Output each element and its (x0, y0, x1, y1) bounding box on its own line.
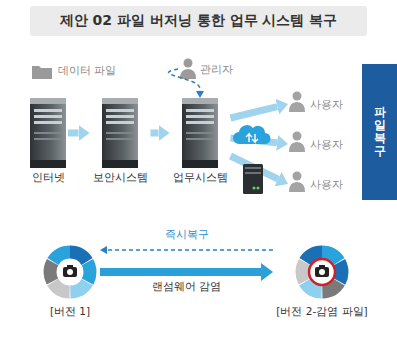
version-node: [버전 1] (40, 244, 100, 319)
node-label: 사용자 (310, 93, 347, 115)
server-node: 인터넷 (28, 98, 68, 185)
person-icon (180, 59, 196, 80)
user-node: 사용자 (288, 93, 347, 115)
node-label: 사용자 (310, 173, 347, 195)
dashed-arrow (169, 69, 200, 91)
cloud-icon (233, 125, 271, 144)
version-ring (295, 245, 349, 299)
version-node: [버전 2-감염 파일] (273, 244, 371, 319)
node-label: 사용자 (310, 133, 347, 155)
edge-label: 랜섬웨어 감염 (152, 280, 221, 294)
node-label: [버전 2-감염 파일] (273, 305, 371, 319)
small-server-icon (243, 164, 263, 194)
dashed-arrow (107, 249, 273, 251)
node-label: [버전 1] (40, 305, 100, 319)
folder-icon (32, 66, 52, 79)
version-ring (43, 245, 97, 299)
person-icon (289, 92, 305, 193)
side-band: 파일 복구 (362, 64, 397, 200)
title: 제안 02 파일 버저닝 통한 업무 시스템 복구 (60, 12, 338, 30)
flow-arrow (231, 107, 278, 118)
node-label: 보안시스템 (90, 171, 151, 185)
title-band: 제안 02 파일 버저닝 통한 업무 시스템 복구 (30, 6, 367, 36)
icon-label: 데이터 파일 (58, 64, 116, 78)
admin-node: 관리자 (178, 58, 237, 80)
node-label: 인터넷 (28, 171, 68, 185)
server-icon (182, 98, 218, 168)
flow-arrow (151, 130, 159, 137)
edge-label: 즉시복구 (165, 228, 209, 242)
node-label: 파일 복구 (374, 106, 386, 159)
flow-arrow (100, 268, 261, 276)
server-icon (30, 98, 66, 168)
user-node: 사용자 (288, 133, 347, 155)
server-node: 업무시스템 (170, 98, 231, 185)
user-node: 사용자 (288, 173, 347, 195)
server-node: 보안시스템 (90, 98, 151, 185)
server-icon (102, 98, 138, 168)
node-label: 관리자 (200, 58, 237, 80)
flow-arrow (68, 130, 79, 137)
node-label: 업무시스템 (170, 171, 231, 185)
